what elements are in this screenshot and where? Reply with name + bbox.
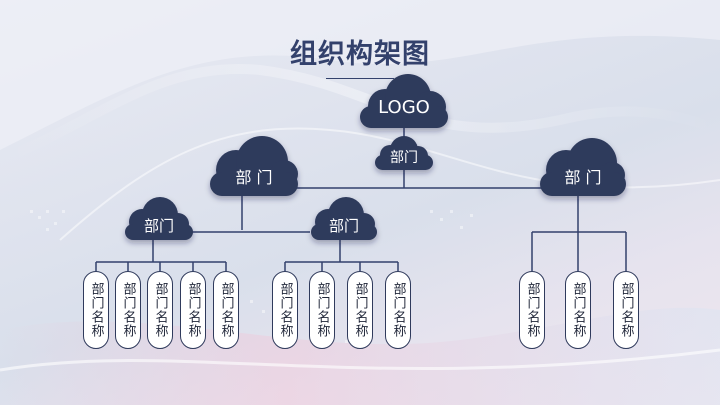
left-sub-2-cloud-shape [311,197,377,240]
dept-name-pill: 部门名称 [347,271,373,349]
connector-lines [95,125,627,271]
left-sub-2-dept-label: 部门 [328,217,359,235]
dept-name-pill: 部门名称 [272,271,298,349]
center-dept-cloud-shape [375,136,433,170]
dept-name-pill: 部门名称 [309,271,335,349]
left-sub-1-dept-label: 部门 [143,217,174,235]
dept-name-label: 部门名称 [524,282,540,338]
dept-name-pill: 部门名称 [83,271,109,349]
left-top-cloud-shape [210,136,298,196]
dept-name-label: 部门名称 [88,282,104,338]
dept-name-label: 部门名称 [218,282,234,338]
dept-name-label: 部门名称 [352,282,368,338]
left-sub-1-cloud-shape [125,197,193,240]
title-underline [326,78,394,79]
dept-name-pill: 部门名称 [180,271,206,349]
dept-name-label: 部门名称 [152,282,168,338]
dept-name-label: 部门名称 [277,282,293,338]
bg-wave [0,63,720,165]
dept-name-pill: 部门名称 [385,271,411,349]
bg-dots [30,210,473,343]
bg-wave [0,348,720,372]
left-top-dept-label: 部 门 [235,168,273,187]
bg-wave [0,0,720,150]
right-top-cloud-shape [540,138,626,196]
page-title: 组织构架图 [290,39,430,70]
dept-name-label: 部门名称 [120,282,136,338]
dept-name-label: 部门名称 [390,282,406,338]
right-top-dept-label: 部 门 [564,168,602,187]
dept-name-label: 部门名称 [314,282,330,338]
dept-name-pill: 部门名称 [613,271,639,349]
dept-name-pill: 部门名称 [519,271,545,349]
dept-name-pill: 部门名称 [115,271,141,349]
dept-name-label: 部门名称 [185,282,201,338]
dept-name-pill: 部门名称 [565,271,591,349]
logo-label: LOGO [378,97,430,118]
logo-cloud-shape [360,74,448,128]
dept-name-pill: 部门名称 [147,271,173,349]
dept-name-label: 部门名称 [570,282,586,338]
dept-name-pill: 部门名称 [213,271,239,349]
dept-name-label: 部门名称 [618,282,634,338]
center-dept-label: 部门 [390,150,418,166]
